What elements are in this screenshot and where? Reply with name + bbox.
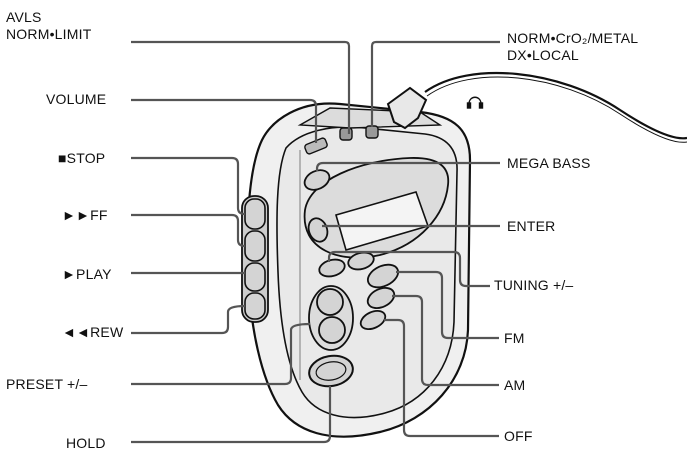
headphone-icon	[466, 96, 484, 109]
label-mega-bass: MEGA BASS	[507, 155, 591, 171]
fm-button[interactable]	[364, 260, 401, 292]
label-volume: VOLUME	[46, 91, 107, 107]
label-preset: PRESET +/–	[6, 376, 88, 392]
tape-select-switch[interactable]	[365, 125, 379, 139]
mega-bass-button[interactable]	[301, 166, 332, 193]
ff-button[interactable]	[244, 230, 266, 262]
label-off: OFF	[504, 428, 533, 444]
label-tuning: TUNING +/–	[494, 277, 574, 293]
tuning-plus-button[interactable]	[346, 250, 375, 272]
label-avls-line2: NORM•LIMIT	[6, 26, 92, 42]
label-avls-line1: AVLS	[6, 9, 42, 25]
preset-minus-button[interactable]	[318, 316, 346, 344]
label-hold: HOLD	[66, 435, 106, 451]
leader-lines-left	[131, 40, 351, 444]
play-button[interactable]	[244, 262, 266, 292]
label-rew: ◄◄REW	[62, 324, 124, 340]
off-button[interactable]	[358, 307, 388, 332]
label-play: ►PLAY	[62, 266, 112, 282]
preset-plus-button[interactable]	[316, 288, 344, 316]
label-am: AM	[504, 377, 526, 393]
label-enter: ENTER	[507, 218, 556, 234]
label-fm: FM	[504, 330, 525, 346]
avls-switch[interactable]	[339, 127, 353, 141]
volume-wheel[interactable]	[304, 137, 328, 155]
stop-button[interactable]	[244, 198, 266, 230]
rew-button[interactable]	[244, 292, 266, 320]
label-tape-line2: DX•LOCAL	[507, 47, 579, 63]
leader-lines-right	[315, 40, 500, 438]
label-ff: ►►FF	[62, 207, 108, 223]
label-tape-line1: NORM•CrO₂/METAL	[507, 30, 639, 46]
am-button[interactable]	[365, 284, 398, 312]
headphone-cable	[424, 71, 687, 140]
label-stop: ■STOP	[58, 150, 106, 166]
